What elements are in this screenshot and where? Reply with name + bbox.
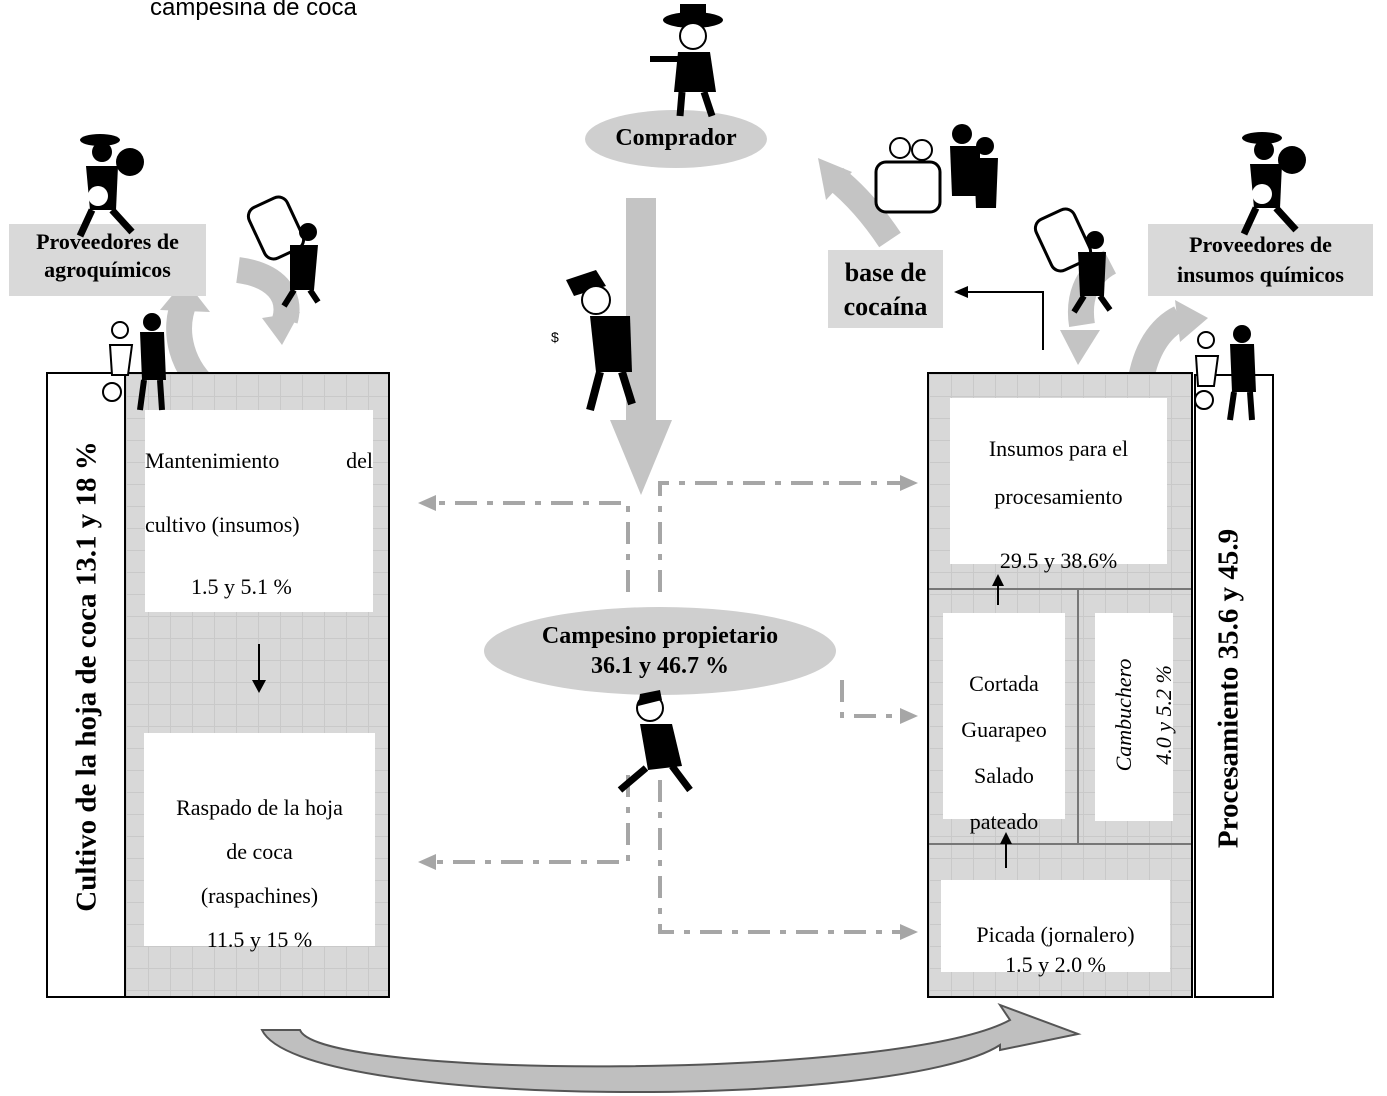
- base-line1: base de: [844, 258, 927, 287]
- right-divider-bottom: [929, 843, 1191, 845]
- comprador-down-arrow: [610, 198, 672, 495]
- picada-label: Picada (jornalero): [976, 922, 1135, 947]
- raspado-line1: Raspado de la hoja: [176, 795, 343, 820]
- comprador-ellipse: Comprador: [585, 110, 767, 168]
- right-divider-vert: [1077, 590, 1079, 845]
- proveedores-agroquimicos-label: Proveedores de agroquímicos: [9, 224, 206, 296]
- step-guarapeo: Guarapeo: [961, 717, 1047, 742]
- picada-value: 1.5 y 2.0 %: [1005, 952, 1106, 977]
- mantenimiento-value: 1.5 y 5.1 %: [191, 574, 292, 599]
- dollar-sign: $: [551, 329, 559, 345]
- insumos-line1: Insumos para el: [988, 436, 1129, 461]
- insumos-value: 29.5 y 38.6%: [999, 548, 1118, 573]
- picada-box: Picada (jornalero) 1.5 y 2.0 %: [941, 880, 1170, 977]
- dashdot-arrows: [430, 481, 905, 934]
- proveedores-insumos-label: Proveedores de insumos químicos: [1148, 224, 1373, 296]
- proveedores-insumos-line2: insumos químicos: [1177, 262, 1344, 287]
- left-down-arrow: [235, 257, 300, 324]
- step-cortada: Cortada: [969, 671, 1039, 696]
- top-caption: campesina de coca: [150, 0, 357, 21]
- bottom-cycle-arrow: [260, 1002, 1082, 1094]
- step-salado: Salado: [974, 763, 1034, 788]
- campesino-ellipse: Campesino propietario 36.1 y 46.7 %: [484, 607, 836, 695]
- insumos-box: Insumos para el procesamiento 29.5 y 38.…: [950, 398, 1167, 573]
- campesino-line1: Campesino propietario: [541, 623, 779, 649]
- right-divider-top: [929, 588, 1191, 590]
- proveedores-insumos-line1: Proveedores de: [1189, 232, 1332, 257]
- raspado-value: 11.5 y 15 %: [206, 927, 313, 952]
- raspado-line2: de coca: [226, 839, 293, 864]
- mantenimiento-box: Mantenimiento del cultivo (insumos) 1.5 …: [145, 410, 373, 612]
- proveedores-agro-line1: Proveedores de: [36, 229, 179, 254]
- right-panel-title-box: [1194, 374, 1274, 998]
- proveedores-agro-line2: agroquímicos: [44, 257, 171, 282]
- mantenimiento-line2: cultivo (insumos): [145, 512, 300, 537]
- steps-box: Cortada Guarapeo Salado pateado: [943, 613, 1065, 834]
- comprador-label: Comprador: [615, 125, 737, 151]
- campesino-line2: 36.1 y 46.7 %: [591, 653, 729, 679]
- base-cocaina-label: base de cocaína: [828, 250, 943, 328]
- cambuchero-box: [1095, 613, 1173, 821]
- insumos-line2: procesamiento: [994, 484, 1123, 509]
- base-line2: cocaína: [843, 292, 928, 321]
- raspado-box: Raspado de la hoja de coca (raspachines)…: [144, 733, 375, 952]
- step-pateado: pateado: [969, 809, 1039, 834]
- mantenimiento-line1a: Mantenimiento: [145, 448, 280, 473]
- mantenimiento-line1b: del: [346, 448, 373, 473]
- raspado-line3: (raspachines): [200, 883, 319, 908]
